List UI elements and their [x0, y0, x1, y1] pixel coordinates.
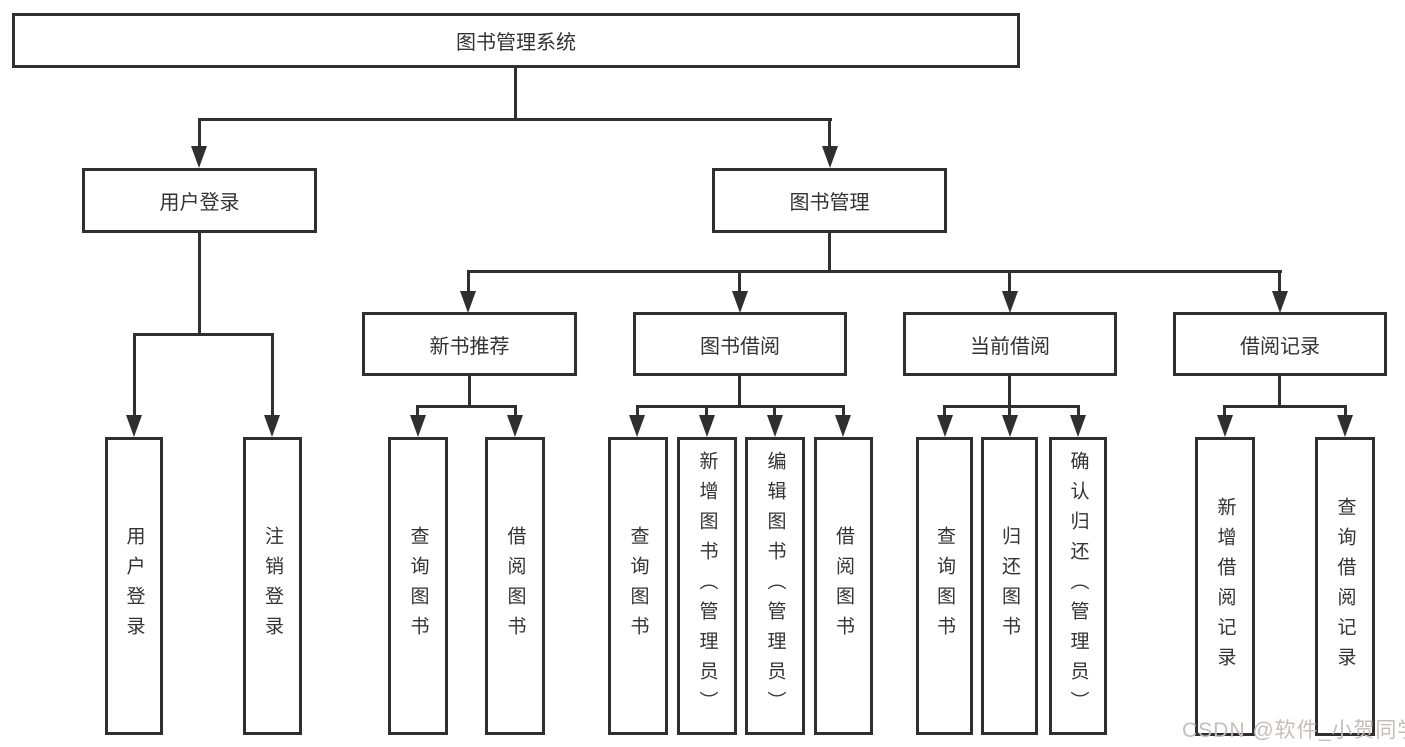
- arrowhead-borrowing-records: [1272, 291, 1288, 313]
- node-current-borrowing: 当前借阅: [903, 312, 1117, 376]
- connector-stem-leaf-user-login: [133, 333, 136, 417]
- connector-stem-leaf-query-current: [943, 405, 946, 419]
- connector-root-hline: [198, 118, 832, 121]
- connector-stem-current-borrowing: [1008, 270, 1011, 295]
- connector-records-stem: [1278, 376, 1281, 407]
- leaf-return-book: 归还图书: [981, 437, 1038, 735]
- connector-stem-leaf-query-recommend: [416, 405, 419, 419]
- connector-stem-leaf-confirm-return: [1077, 405, 1080, 419]
- arrowhead-leaf-borrow-recommend: [507, 415, 523, 437]
- connector-stem-leaf-return-book: [1008, 405, 1011, 419]
- leaf-confirm-return-admin: 确认归还（管理员）: [1049, 437, 1107, 735]
- node-book-management: 图书管理: [712, 168, 947, 233]
- arrowhead-leaf-query-current: [937, 415, 953, 437]
- leaf-logout: 注销登录: [243, 437, 302, 735]
- leaf-edit-book-admin: 编辑图书（管理员）: [745, 437, 805, 735]
- connector-records-hline: [1223, 405, 1347, 408]
- node-borrowing-records: 借阅记录: [1173, 312, 1387, 376]
- connector-stem-leaf-borrow-borrowing: [842, 405, 845, 419]
- connector-stem-leaf-query-record: [1344, 405, 1347, 419]
- connector-stem-book-borrowing: [738, 270, 741, 295]
- arrowhead-user-login: [191, 146, 207, 168]
- connector-stem-leaf-borrow-recommend: [514, 405, 517, 419]
- arrowhead-leaf-user-login: [126, 415, 142, 437]
- node-user-login: 用户登录: [82, 168, 317, 233]
- leaf-user-login: 用户登录: [105, 437, 163, 735]
- arrowhead-new-book-recommendation: [460, 291, 476, 313]
- arrowhead-leaf-edit-book: [767, 415, 783, 437]
- connector-stem-leaf-logout: [271, 333, 274, 417]
- arrowhead-leaf-add-book: [699, 415, 715, 437]
- connector-stem-leaf-add-book: [705, 405, 708, 419]
- connector-stem-leaf-edit-book: [773, 405, 776, 419]
- leaf-add-book-admin: 新增图书（管理员）: [677, 437, 737, 735]
- arrowhead-current-borrowing: [1002, 291, 1018, 313]
- arrowhead-leaf-add-record: [1217, 415, 1233, 437]
- connector-recommend-stem: [468, 376, 471, 408]
- connector-current-stem: [1008, 376, 1011, 407]
- connector-stem-new-book-recommendation: [467, 270, 470, 295]
- arrowhead-leaf-logout: [264, 415, 280, 437]
- connector-stem-borrowing-records: [1278, 270, 1281, 295]
- arrowhead-book-management: [822, 146, 838, 168]
- node-root-library-management-system: 图书管理系统: [12, 13, 1020, 68]
- connector-book-management-stem: [828, 233, 831, 273]
- connector-current-hline: [943, 405, 1080, 408]
- arrowhead-leaf-confirm-return: [1070, 415, 1086, 437]
- csdn-watermark: CSDN @软件_小贺同学: [1182, 719, 1405, 742]
- leaf-query-books-recommend: 查询图书: [388, 437, 448, 735]
- connector-root-stem: [514, 68, 517, 120]
- arrowhead-leaf-query-borrowing: [629, 415, 645, 437]
- leaf-borrow-books-recommend: 借阅图书: [485, 437, 545, 735]
- node-book-borrowing: 图书借阅: [633, 312, 847, 376]
- arrowhead-leaf-query-record: [1337, 415, 1353, 437]
- leaf-query-books-current: 查询图书: [916, 437, 973, 735]
- connector-stem-book-management: [828, 118, 831, 150]
- connector-recommend-hline: [416, 405, 517, 408]
- leaf-borrow-books-borrowing: 借阅图书: [814, 437, 873, 735]
- connector-stem-leaf-add-record: [1223, 405, 1226, 419]
- leaf-add-borrow-record: 新增借阅记录: [1195, 437, 1255, 736]
- connector-book-management-hline: [467, 270, 1282, 273]
- node-new-book-recommendation: 新书推荐: [362, 312, 577, 376]
- arrowhead-leaf-return-book: [1002, 415, 1018, 437]
- connector-borrowing-stem: [738, 376, 741, 407]
- arrowhead-leaf-query-recommend: [410, 415, 426, 437]
- arrowhead-book-borrowing: [732, 291, 748, 313]
- connector-stem-leaf-query-borrowing: [636, 405, 639, 419]
- connector-borrowing-hline: [636, 405, 845, 408]
- connector-stem-user-login: [198, 118, 201, 150]
- leaf-query-borrow-record: 查询借阅记录: [1315, 437, 1375, 736]
- connector-user-login-hline: [133, 333, 274, 336]
- connector-user-login-stem: [198, 232, 201, 336]
- leaf-query-books-borrowing: 查询图书: [608, 437, 668, 735]
- arrowhead-leaf-borrow-borrowing: [835, 415, 851, 437]
